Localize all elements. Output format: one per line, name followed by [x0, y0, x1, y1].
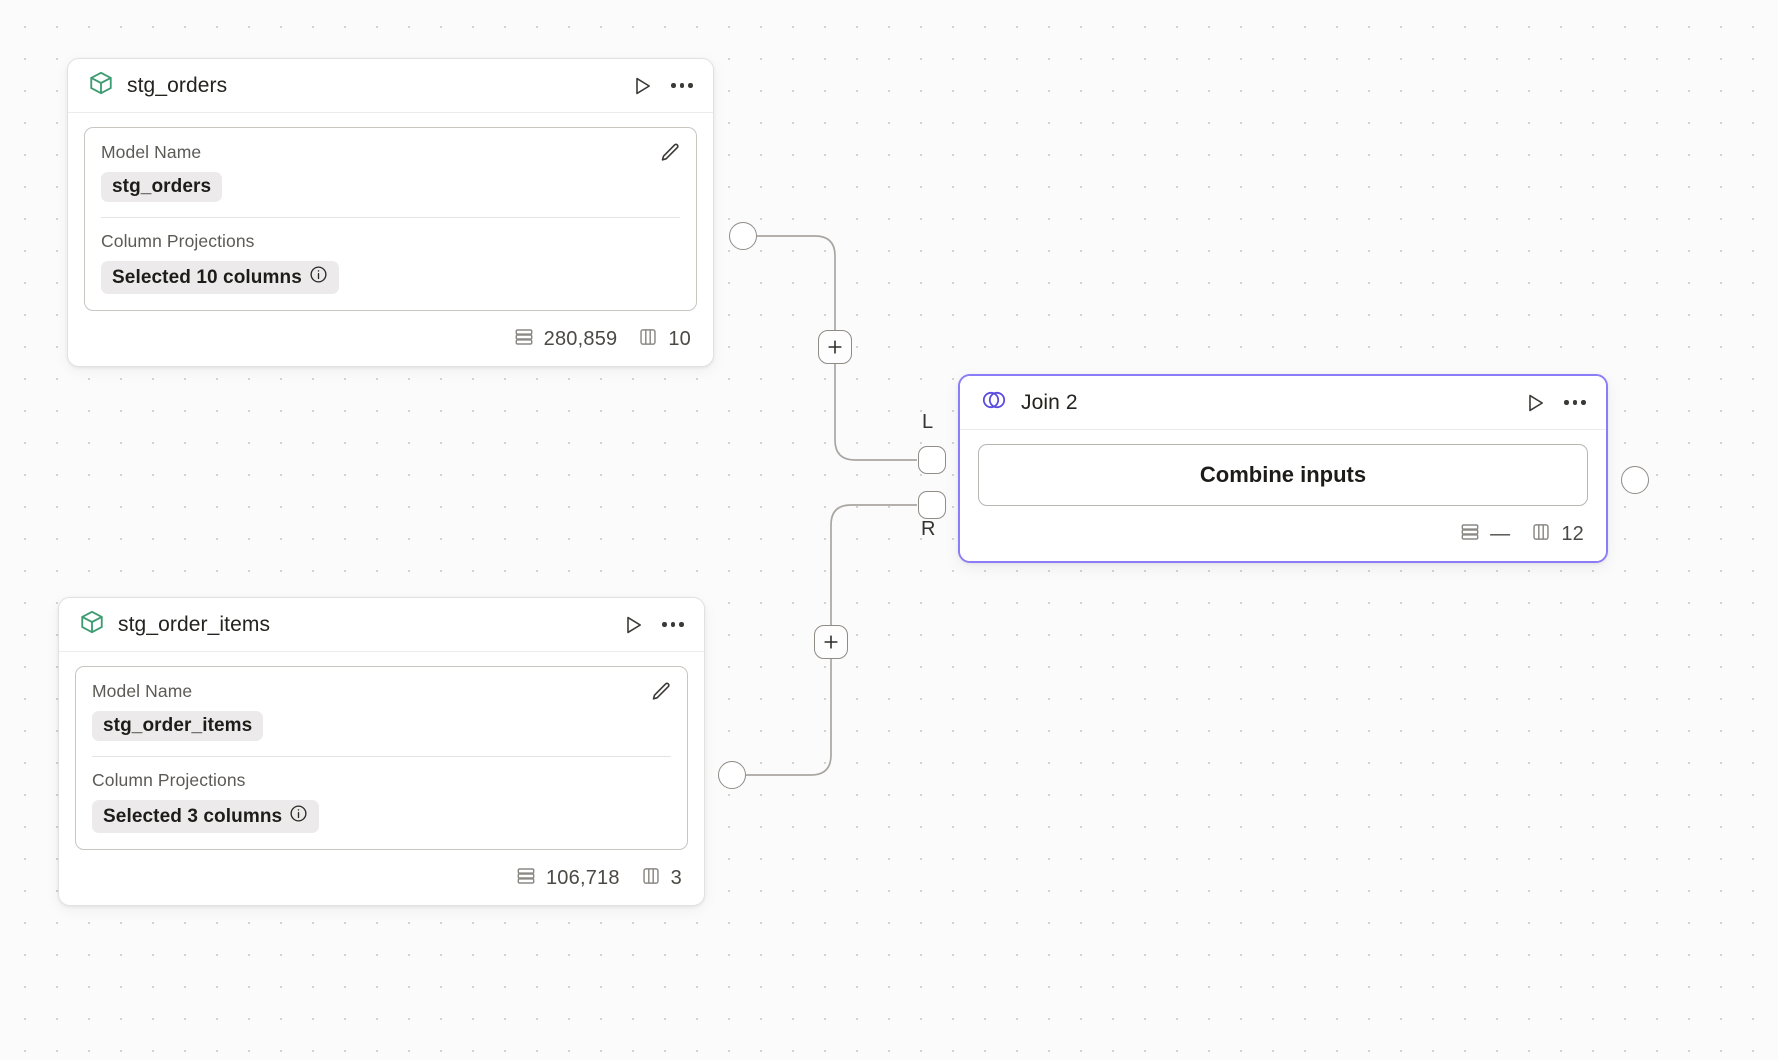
node-body: Model Name stg_orders Column Projections… [68, 113, 713, 321]
input-port-right-label: R [921, 518, 936, 540]
run-button[interactable] [1522, 390, 1548, 416]
rows-icon [515, 865, 537, 892]
row-count-stat: 106,718 [515, 865, 620, 892]
node-footer: 280,859 10 [68, 321, 713, 366]
node-header[interactable]: stg_orders [68, 59, 713, 113]
model-name-value[interactable]: stg_order_items [92, 711, 264, 741]
edit-pencil-icon[interactable] [648, 679, 674, 705]
more-options-button[interactable] [660, 612, 686, 638]
node-stg-order-items[interactable]: stg_order_items [58, 597, 705, 906]
join-circles-icon [980, 386, 1008, 419]
model-config-panel[interactable]: Model Name stg_orders Column Projections… [84, 127, 697, 311]
node-title: Join 2 [1021, 390, 1078, 414]
input-port-left-label: L [922, 411, 934, 433]
row-count-value: 280,859 [543, 328, 618, 350]
node-header[interactable]: Join 2 [960, 376, 1606, 430]
panel-divider [92, 756, 671, 757]
combine-inputs-button[interactable]: Combine inputs [978, 444, 1588, 506]
node-body: Model Name stg_order_items Column Projec… [59, 652, 704, 860]
cube-icon [79, 609, 105, 640]
model-name-value[interactable]: stg_orders [101, 172, 223, 202]
output-port-join-2[interactable] [1621, 466, 1649, 494]
column-count-value: 3 [670, 867, 682, 889]
columns-icon [640, 865, 662, 892]
columns-icon [1530, 521, 1552, 548]
column-count-value: 12 [1561, 523, 1584, 545]
ellipsis-icon [671, 83, 693, 88]
edit-pencil-icon[interactable] [657, 140, 683, 166]
model-name-label: Model Name [101, 142, 202, 162]
row-count-stat: 280,859 [513, 326, 618, 353]
node-body: Combine inputs [960, 430, 1606, 516]
node-footer: — 12 [960, 516, 1606, 561]
run-button[interactable] [620, 612, 646, 638]
ellipsis-icon [662, 622, 684, 627]
column-count-value: 10 [668, 328, 691, 350]
rows-icon [1459, 521, 1481, 548]
node-title: stg_orders [127, 73, 228, 97]
run-button[interactable] [629, 73, 655, 99]
column-projections-text: Selected 3 columns [103, 805, 283, 827]
plus-icon [828, 340, 842, 354]
column-projections-label: Column Projections [92, 770, 246, 790]
column-projections-value[interactable]: Selected 10 columns [101, 261, 339, 294]
rows-icon [513, 326, 535, 353]
output-port-stg-order-items[interactable] [718, 761, 746, 789]
more-options-button[interactable] [669, 73, 695, 99]
column-count-stat: 10 [637, 326, 691, 353]
info-icon[interactable] [289, 804, 308, 829]
column-projections-label: Column Projections [101, 231, 255, 251]
plus-icon [824, 635, 838, 649]
node-stg-orders[interactable]: stg_orders [67, 58, 714, 367]
add-node-on-edge-lower[interactable] [814, 625, 848, 659]
model-config-panel[interactable]: Model Name stg_order_items Column Projec… [75, 666, 688, 850]
cube-icon [88, 70, 114, 101]
input-port-join-right[interactable] [918, 491, 946, 519]
node-header[interactable]: stg_order_items [59, 598, 704, 652]
row-count-value: 106,718 [545, 867, 620, 889]
model-name-label: Model Name [92, 681, 193, 701]
column-projections-text: Selected 10 columns [112, 266, 302, 288]
more-options-button[interactable] [1562, 390, 1588, 416]
ellipsis-icon [1564, 400, 1586, 405]
info-icon[interactable] [309, 265, 328, 290]
columns-icon [637, 326, 659, 353]
row-count-value: — [1490, 523, 1511, 545]
node-footer: 106,718 3 [59, 860, 704, 905]
row-count-stat: — [1459, 521, 1510, 548]
column-count-stat: 3 [640, 865, 682, 892]
node-title: stg_order_items [118, 612, 271, 636]
node-join-2[interactable]: Join 2 Combine inputs [958, 374, 1608, 563]
input-port-join-left[interactable] [918, 446, 946, 474]
column-projections-value[interactable]: Selected 3 columns [92, 800, 320, 833]
panel-divider [101, 217, 680, 218]
add-node-on-edge-upper[interactable] [818, 330, 852, 364]
output-port-stg-orders[interactable] [729, 222, 757, 250]
column-count-stat: 12 [1530, 521, 1584, 548]
